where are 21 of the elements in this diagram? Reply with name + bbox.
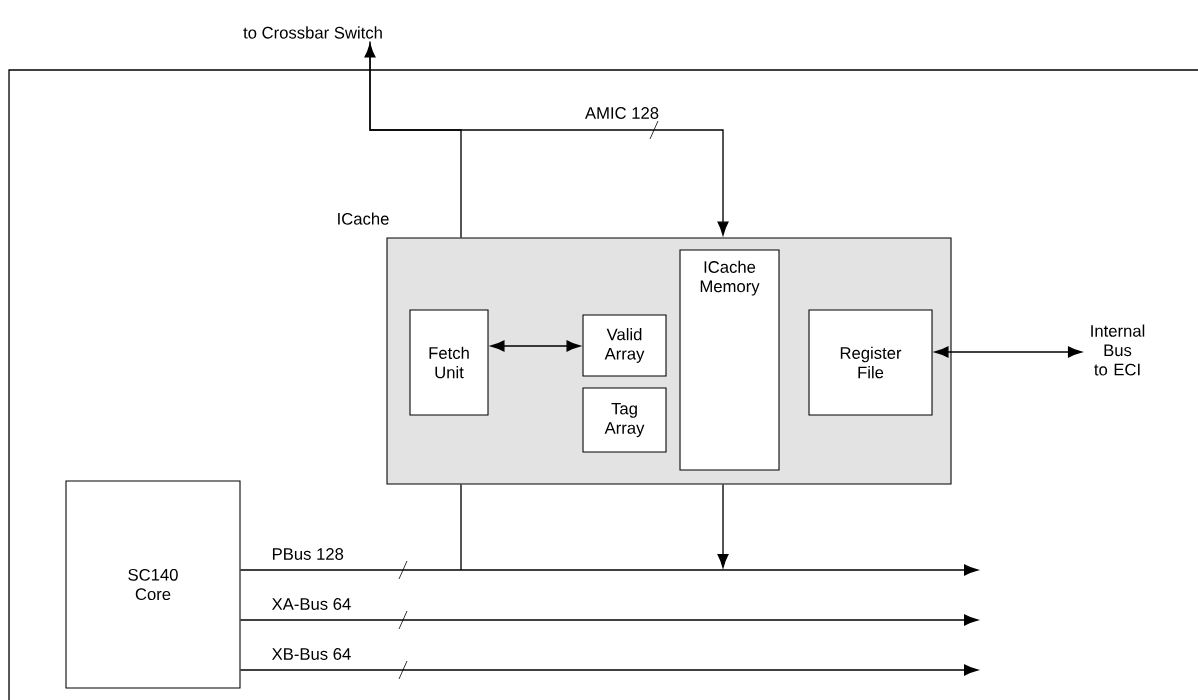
bus-line: [460, 483, 462, 571]
memory-block: ICache Memory: [679, 249, 780, 471]
bus-label: XB-Bus 64: [270, 646, 353, 662]
node-label: ICache: [338, 212, 389, 225]
bus-arrow: [239, 664, 978, 676]
bus-arrow: [717, 483, 729, 568]
bus-arrow: [490, 340, 581, 352]
bus-label: AMIC 128: [583, 105, 661, 121]
bus-arrow: [369, 40, 729, 236]
bus-label: PBus 128: [270, 546, 346, 562]
bus-arrow: [239, 564, 978, 576]
port-label: to Crossbar Switch: [243, 26, 382, 39]
bus-arrow: [934, 346, 1082, 358]
bus-label: XA-Bus 64: [270, 596, 353, 612]
block-box: Tag Array: [582, 387, 667, 453]
port-label: Internal Bus to ECI: [1091, 324, 1145, 376]
core-block: SC140 Core: [65, 480, 241, 689]
bus-arrow: [239, 614, 978, 626]
block-box: Valid Array: [582, 314, 667, 377]
block-box: Register File: [808, 309, 933, 416]
block-box: Fetch Unit: [409, 309, 489, 416]
